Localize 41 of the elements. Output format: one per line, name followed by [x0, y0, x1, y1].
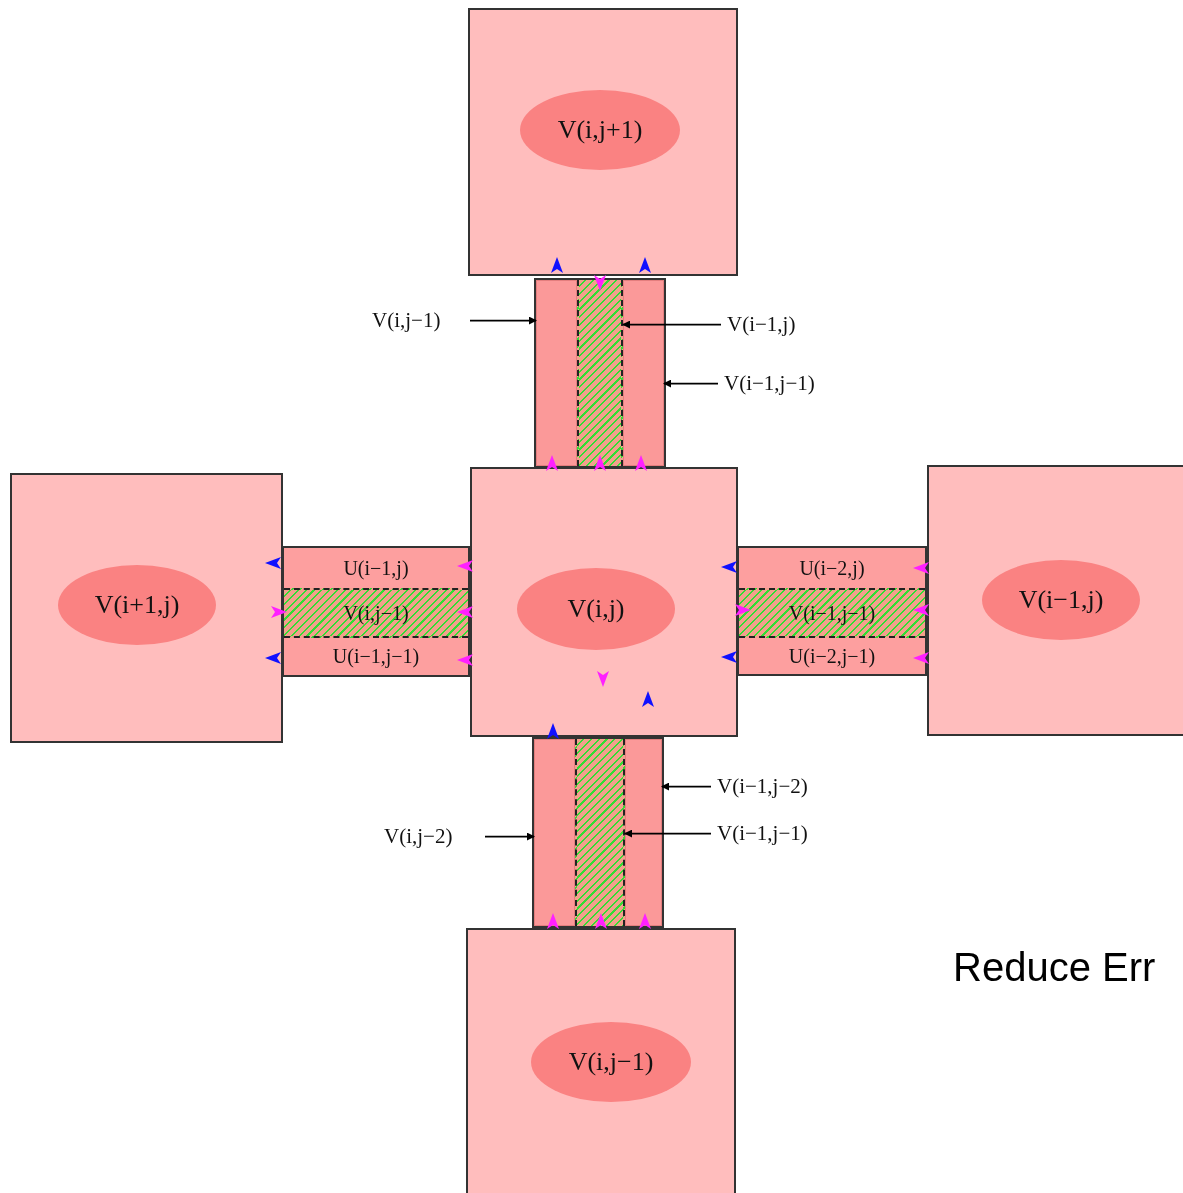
flux-arrowhead [457, 560, 473, 572]
variable-label: V(i−1,j) [727, 312, 827, 338]
flux-strip [737, 546, 927, 676]
grid-cell-box [468, 8, 738, 276]
variable-label: V(i,j−2) [384, 824, 479, 850]
value-ellipse: V(i,j−1) [531, 1022, 691, 1102]
note-text: Reduce Err [953, 945, 1156, 990]
value-ellipse: V(i,j) [517, 568, 675, 650]
variable-label: V(i,j−1) [372, 308, 464, 334]
variable-label: V(i−1,j−1) [724, 371, 846, 397]
value-ellipse: V(i+1,j) [58, 565, 216, 645]
flux-arrowhead [594, 275, 606, 291]
flux-arrowhead [546, 455, 558, 471]
flux-strip [534, 278, 666, 468]
flux-arrowhead [457, 654, 473, 666]
leader-arrow [469, 316, 537, 325]
flux-arrowhead [635, 455, 647, 471]
hatched-column [575, 739, 625, 926]
grid-cell-box [10, 473, 283, 743]
value-ellipse: V(i−1,j) [982, 560, 1140, 640]
flux-arrowhead [457, 606, 473, 618]
strip-column [623, 280, 664, 466]
leader-arrow [624, 829, 712, 838]
leader-arrow [663, 379, 719, 388]
variable-label: V(i−1,j−2) [717, 774, 842, 800]
value-ellipse: V(i,j+1) [520, 90, 680, 170]
leader-arrow [622, 320, 722, 329]
strip-column [625, 739, 662, 926]
leader-arrow [484, 832, 535, 841]
grid-cell-box [466, 928, 736, 1193]
flux-strip [282, 546, 470, 677]
strip-column [536, 280, 577, 466]
leader-arrow [661, 782, 712, 791]
flux-arrowhead [271, 606, 287, 618]
grid-cell-box [927, 465, 1183, 736]
variable-label: V(i−1,j−1) [717, 821, 842, 847]
flux-strip [532, 737, 664, 928]
flux-arrowhead [594, 455, 606, 471]
hatched-column [577, 280, 623, 466]
strip-column [534, 739, 575, 926]
grid-cell-box [470, 467, 738, 737]
